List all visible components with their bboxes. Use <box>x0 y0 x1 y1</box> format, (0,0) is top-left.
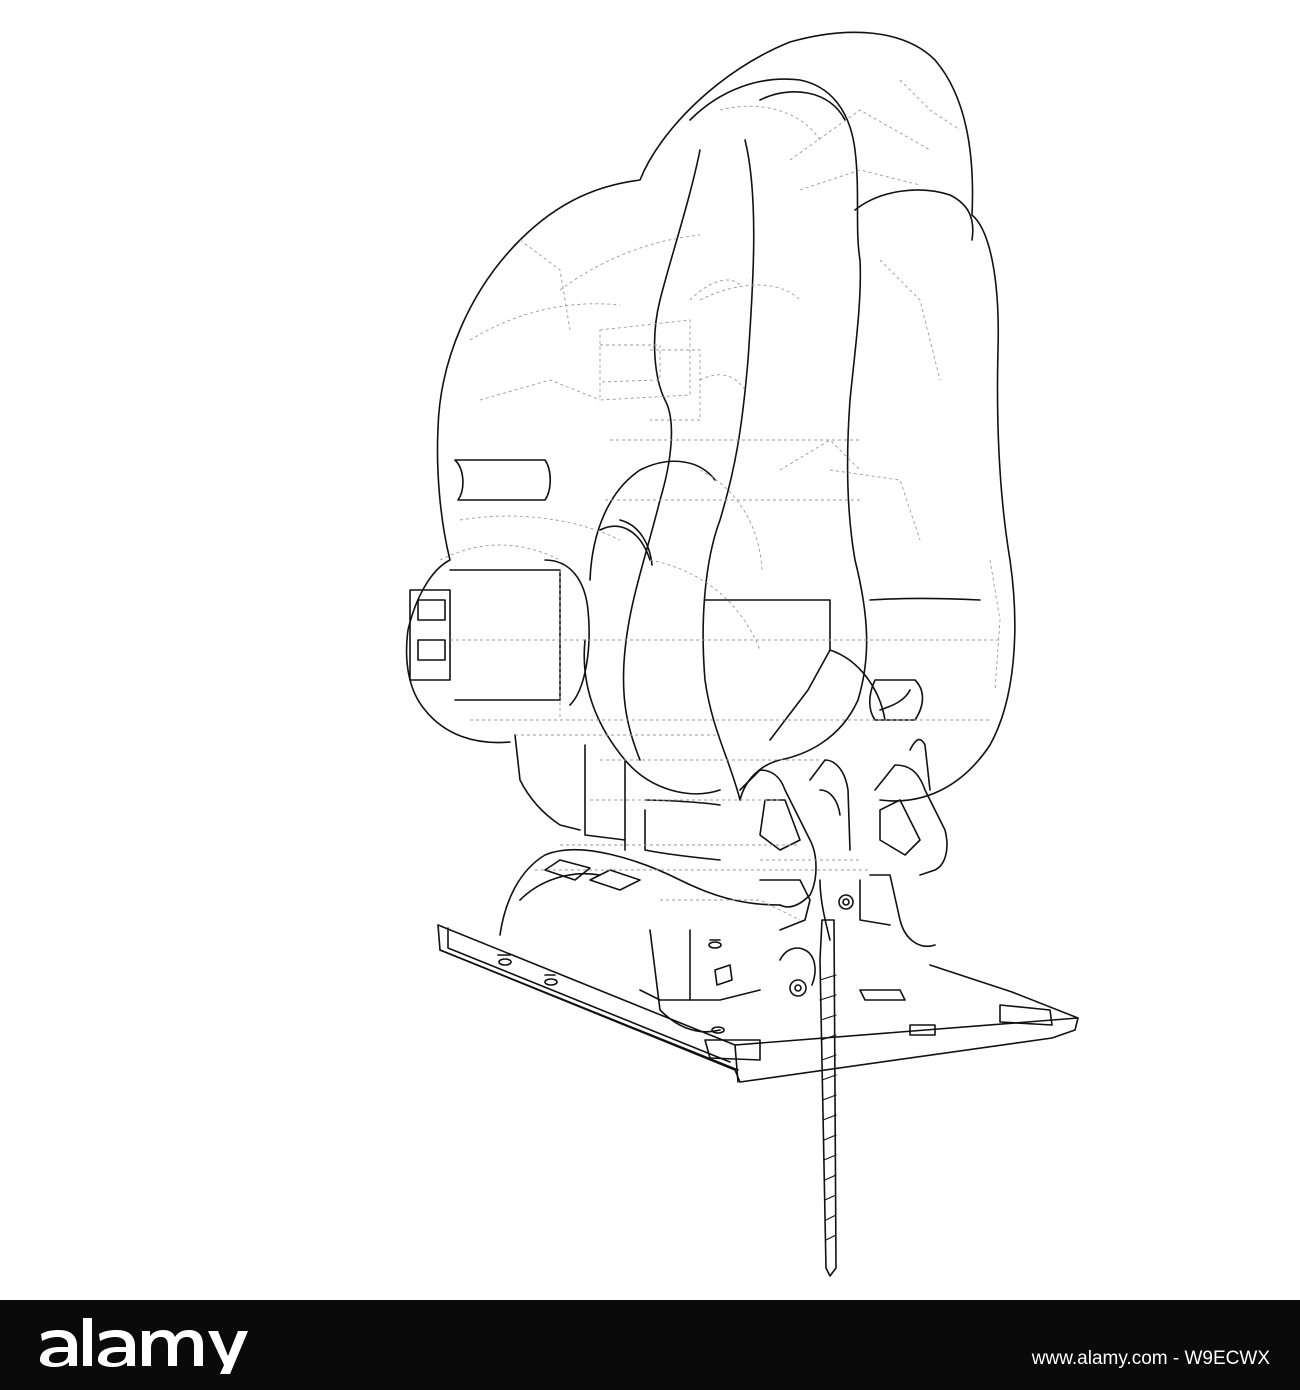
jigsaw-wireframe-illustration <box>405 31 1079 1277</box>
housing-outline <box>437 31 1016 802</box>
base-plate <box>437 924 1079 1083</box>
saw-blade <box>819 919 837 1277</box>
alamy-logo: alamy <box>38 1316 260 1376</box>
handle-outline <box>689 78 868 801</box>
alamy-wordmark-icon <box>40 1318 248 1374</box>
blade-clamp-left <box>739 769 817 908</box>
blade-clamp-right <box>874 764 948 876</box>
stock-image-id: www.alamy.com - W9ECWX <box>1031 1348 1270 1369</box>
shoe-arch <box>499 848 781 936</box>
footer-bar: alamy www.alamy.com - W9ECWX <box>0 1300 1300 1390</box>
jigsaw-wireframe-icon <box>405 31 1079 1277</box>
